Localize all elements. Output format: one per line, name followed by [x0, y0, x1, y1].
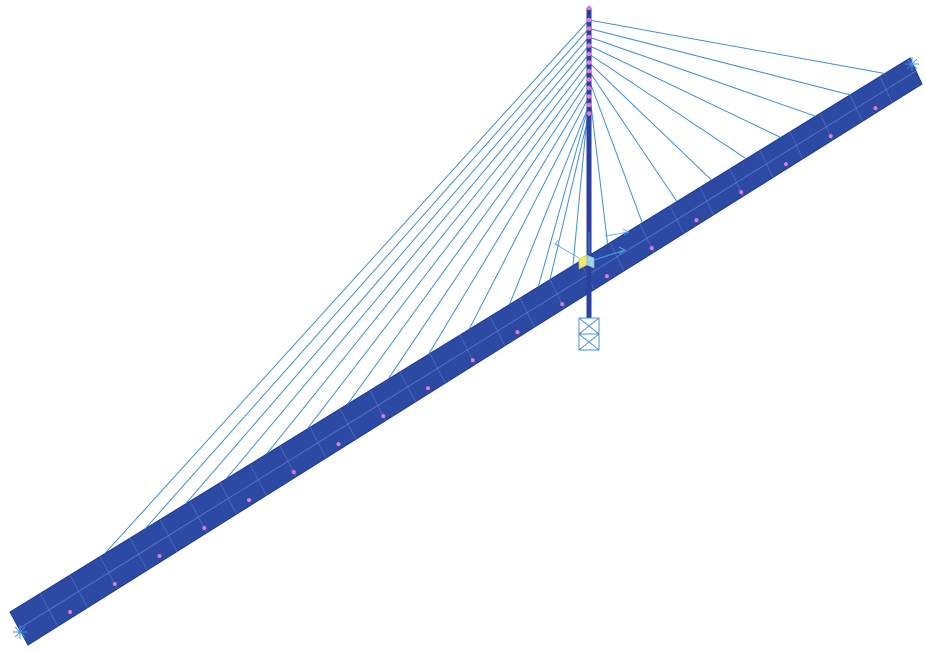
deck-node — [515, 330, 520, 335]
deck-node — [336, 442, 341, 447]
axis-x-secondary-arrow — [604, 231, 630, 237]
axis-origin-box — [586, 254, 595, 269]
pylon-node — [586, 85, 592, 91]
pylon-support-icon — [578, 333, 600, 351]
back-span-cable — [588, 53, 747, 160]
deck-segment-line — [759, 150, 774, 178]
deck-node — [202, 526, 207, 531]
back-span-cable — [588, 70, 678, 202]
main-span-cable — [104, 19, 590, 555]
main-span-cable — [387, 79, 590, 380]
pylon-node — [586, 68, 592, 74]
deck-node — [157, 554, 162, 559]
coordinate-axis-icon — [554, 228, 631, 270]
axis-y-arrow — [554, 243, 580, 259]
deck-node — [604, 274, 609, 279]
deck-node — [112, 582, 117, 587]
main-span-cable — [549, 113, 590, 280]
deck-segment-line — [249, 464, 267, 496]
deck-node — [470, 358, 475, 363]
pylon-node — [586, 43, 592, 48]
deck-segment-line — [609, 242, 625, 272]
axis-x-arrow — [593, 249, 626, 261]
deck-node — [247, 498, 252, 503]
deck-segment-line — [69, 574, 88, 608]
pylon-node — [586, 94, 592, 99]
axis-x-secondary-arrowhead — [622, 228, 631, 236]
deck-segment-line — [789, 131, 804, 159]
pylon-support-icon — [578, 333, 600, 351]
deck-segment-line — [159, 519, 178, 552]
back-span-cable — [588, 45, 782, 138]
main-span-cable — [428, 87, 590, 355]
main-span-cable — [144, 28, 590, 530]
pylon-node — [586, 17, 592, 23]
deck-segment-line — [129, 537, 148, 571]
deck-segment-line — [879, 76, 893, 103]
bridge-deck — [9, 57, 923, 646]
deck-node — [426, 386, 431, 391]
support-layer — [13, 57, 919, 639]
pylon-top-node — [586, 5, 592, 11]
left-end-support-icon — [14, 626, 26, 638]
back-span-cable — [588, 28, 851, 96]
back-span-cable — [588, 79, 643, 223]
deck-segment-line — [219, 482, 237, 515]
deck-segment-line — [429, 353, 446, 384]
deck-node — [694, 218, 699, 223]
pylon-node — [586, 111, 592, 116]
deck-segment-line — [669, 205, 684, 234]
deck-segment-line — [849, 94, 863, 122]
axis-y-arrowhead — [554, 239, 561, 247]
pylon-node — [586, 102, 592, 108]
deck-node — [783, 162, 788, 167]
pylon-node — [586, 77, 592, 82]
main-span-cable — [306, 62, 590, 430]
deck-segment-line — [309, 427, 327, 459]
deck-node — [68, 610, 73, 615]
axis-x-arrowhead — [618, 246, 626, 255]
back-span-cable — [588, 36, 816, 117]
deck-segment-line — [339, 408, 357, 440]
pylon-node — [586, 34, 592, 40]
main-span-cable — [509, 104, 590, 305]
deck-segment-line — [519, 297, 535, 328]
main-span-cable — [225, 45, 590, 480]
deck-node — [649, 246, 654, 251]
back-span-cable — [588, 62, 712, 181]
deck-node — [873, 106, 878, 111]
back-span-cable — [588, 87, 609, 245]
deck-node — [560, 302, 565, 307]
deck-segment-line — [39, 593, 59, 627]
main-span-cable — [347, 70, 590, 405]
deck-node — [739, 190, 744, 195]
deck-segment-line — [699, 187, 714, 216]
back-span-cable — [588, 19, 885, 75]
deck-node — [381, 414, 386, 419]
deck-node — [828, 134, 833, 139]
deck-node — [291, 470, 296, 475]
deck-segment-line — [399, 371, 416, 403]
main-span-cable — [185, 36, 590, 505]
pylon-node — [586, 60, 592, 65]
main-span-cable — [266, 53, 590, 455]
deck-segment-line — [489, 316, 506, 346]
right-end-support-icon — [906, 58, 918, 70]
back-span-cable — [537, 104, 590, 287]
node-layer — [68, 5, 878, 615]
main-span-cable — [468, 96, 590, 330]
pylon-node — [586, 26, 592, 31]
cable-layer — [104, 19, 885, 555]
pylon-node — [586, 51, 592, 57]
pylon-support-icon — [578, 317, 600, 335]
deck-layer — [9, 57, 923, 646]
